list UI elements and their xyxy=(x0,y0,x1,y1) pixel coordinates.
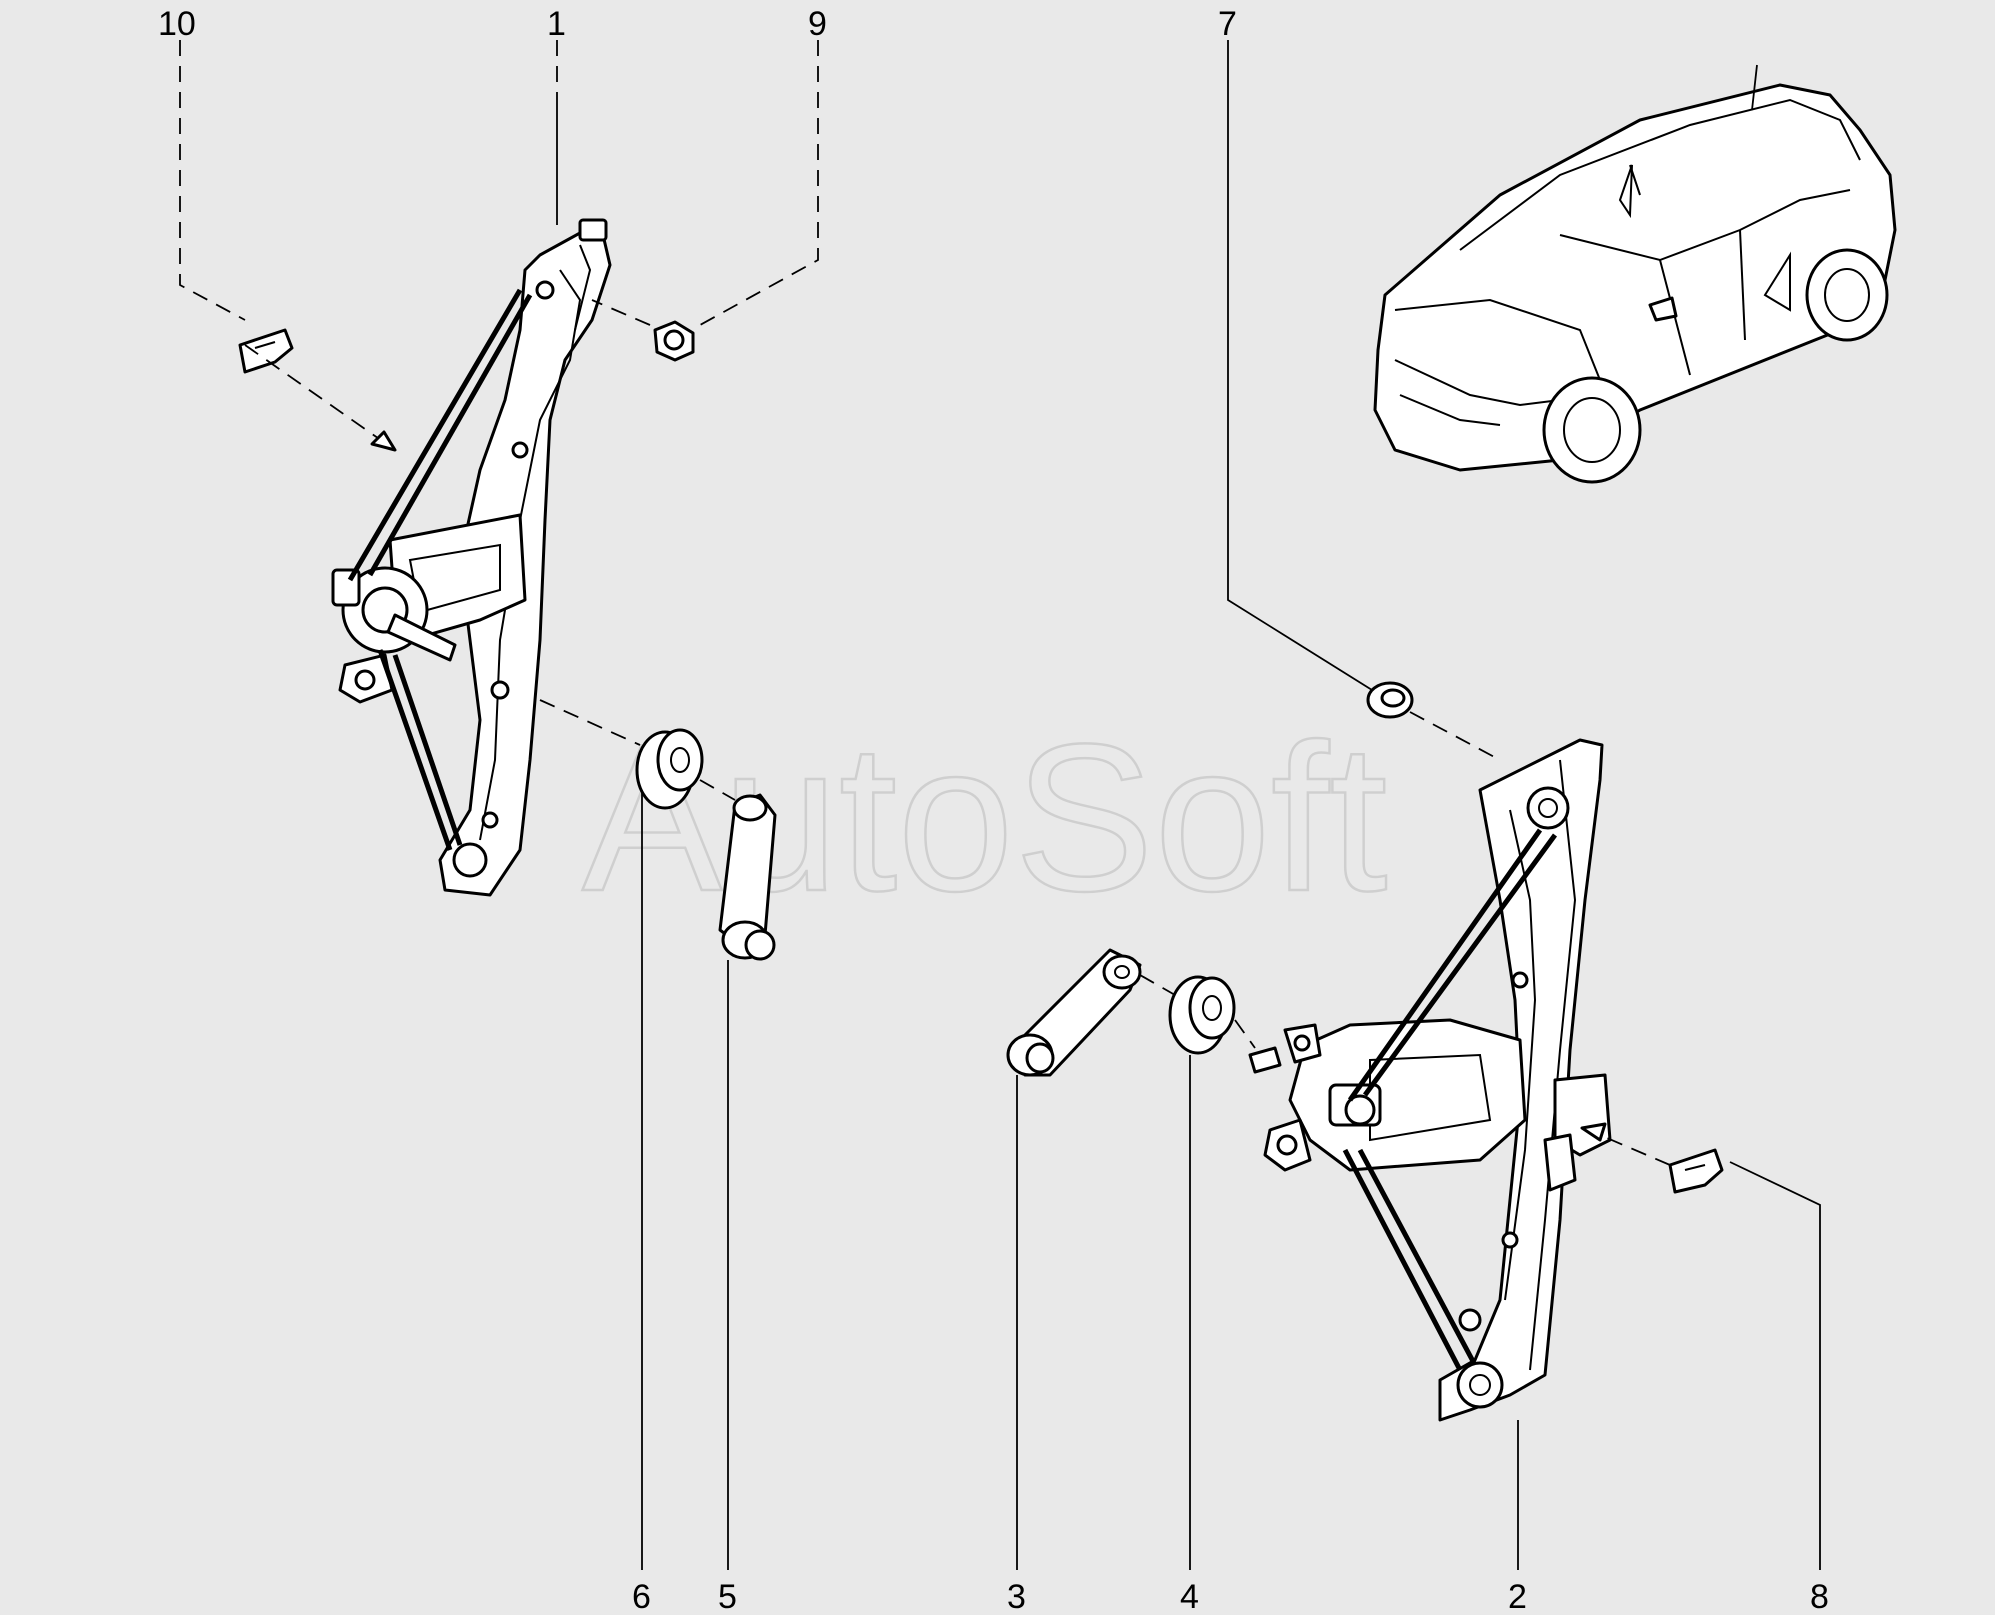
car-overview-drawing xyxy=(1373,64,1897,484)
clip-10 xyxy=(238,328,294,374)
callout-10: 10 xyxy=(158,5,196,43)
nut-9 xyxy=(653,320,695,362)
handle-3 xyxy=(1006,948,1142,1077)
callout-6: 6 xyxy=(632,1578,651,1615)
callout-5: 5 xyxy=(718,1578,737,1615)
watermark: AutoSoft xyxy=(582,700,1388,935)
window-regulator-right xyxy=(1248,738,1612,1422)
handle-5 xyxy=(718,793,777,961)
callout-8: 8 xyxy=(1810,1578,1829,1615)
callout-9: 9 xyxy=(808,5,827,43)
callout-1: 1 xyxy=(547,5,566,43)
bushing-4 xyxy=(1168,975,1236,1055)
callout-2: 2 xyxy=(1508,1578,1527,1615)
callout-4: 4 xyxy=(1180,1578,1199,1615)
callout-3: 3 xyxy=(1007,1578,1026,1615)
bushing-6 xyxy=(635,728,704,810)
clip-8 xyxy=(1668,1148,1724,1194)
callout-7: 7 xyxy=(1218,5,1237,43)
window-regulator-left xyxy=(331,218,612,897)
grommet-7 xyxy=(1366,681,1414,719)
leader-lines xyxy=(179,40,1821,1570)
